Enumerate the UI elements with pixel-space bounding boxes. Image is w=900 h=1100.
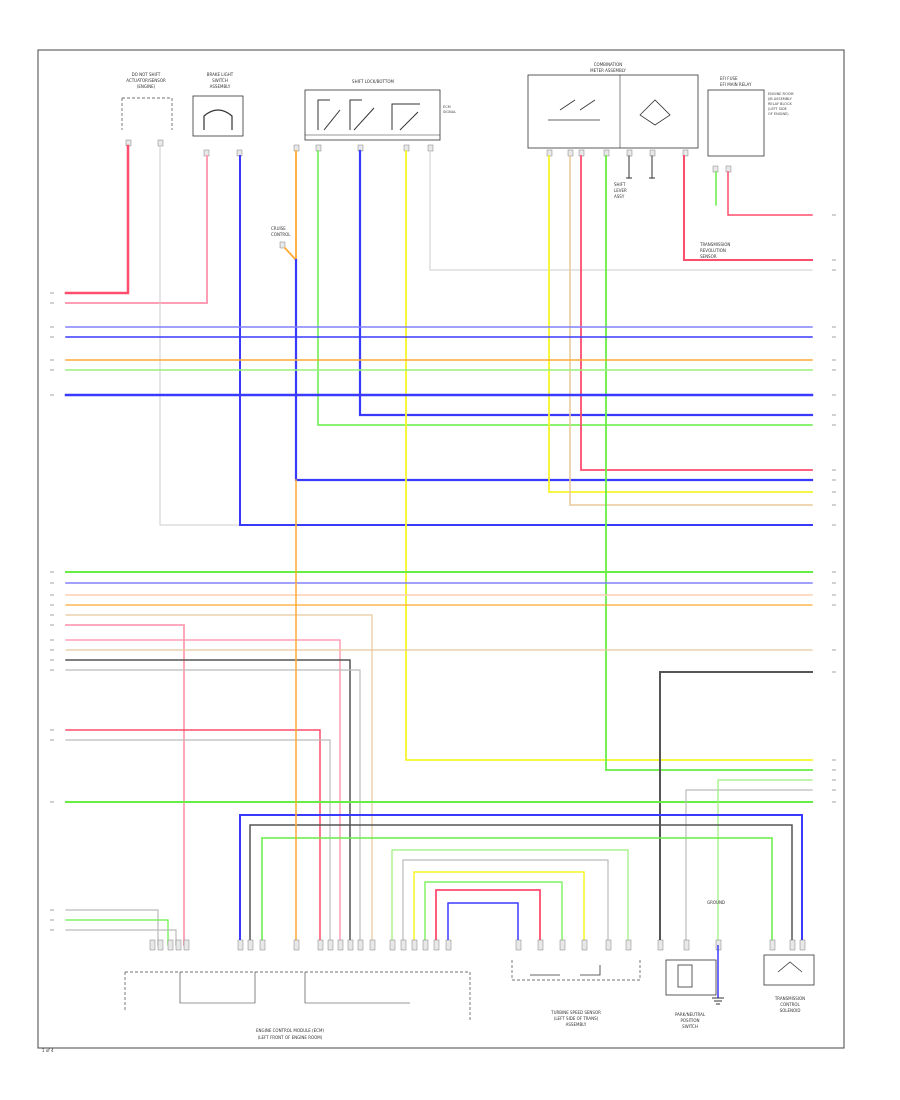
- svg-text:POSITION: POSITION: [680, 1018, 699, 1023]
- component-do-not-shift-actuator: DO NOT SHIFT ACTUATOR/SENSOR (ENGINE): [121, 72, 173, 147]
- svg-text:(ENGINE): (ENGINE): [137, 84, 156, 89]
- svg-text:SHIFT: SHIFT: [614, 182, 626, 187]
- svg-text:METER ASSEMBLY: METER ASSEMBLY: [590, 68, 626, 73]
- svg-text:ENGINE ROOM: ENGINE ROOM: [768, 92, 793, 96]
- component-efi-fuse: EFI FUSE EFI MAIN RELAY ENGINE ROOM J/B …: [707, 76, 793, 173]
- diagram-frame: [37, 49, 845, 1049]
- svg-text:OF ENGINE): OF ENGINE): [768, 112, 789, 116]
- svg-text:RELAY BLOCK: RELAY BLOCK: [768, 102, 792, 106]
- component-combination-meter: COMBINATION METER ASSEMBLY: [527, 62, 699, 157]
- svg-text:CONTROL: CONTROL: [780, 1002, 800, 1007]
- svg-text:BRAKE LIGHT: BRAKE LIGHT: [207, 72, 234, 77]
- component-cruise-control: CRUISE CONTROL: [271, 226, 291, 249]
- component-shift-lock: SHIFT LOCK/BOTTOM ECM SIGNAL: [293, 79, 456, 152]
- svg-text:ASSEMBLY: ASSEMBLY: [210, 84, 231, 89]
- page-note: 1 of 4: [42, 1048, 54, 1053]
- svg-text:(LEFT SIDE OF TRANS): (LEFT SIDE OF TRANS): [554, 1016, 599, 1021]
- svg-text:SWITCH: SWITCH: [212, 78, 228, 83]
- svg-text:SOLENOID: SOLENOID: [780, 1008, 801, 1013]
- svg-text:SWITCH: SWITCH: [682, 1024, 698, 1029]
- svg-text:(LEFT FRONT OF ENGINE ROOM): (LEFT FRONT OF ENGINE ROOM): [258, 1035, 323, 1040]
- svg-text:SIGNAL: SIGNAL: [443, 110, 456, 114]
- ecm-pins: [149, 939, 452, 951]
- component-ecm: ENGINE CONTROL MODULE (ECM) (LEFT FRONT …: [124, 939, 471, 1040]
- svg-text:GROUND: GROUND: [707, 900, 725, 905]
- svg-text:SENSOR: SENSOR: [700, 254, 717, 259]
- component-transmission-solenoid: TRANSMISSION CONTROL SOLENOID: [763, 939, 815, 1013]
- svg-text:(LEFT SIDE: (LEFT SIDE: [768, 107, 787, 111]
- svg-text:SHIFT LOCK/BOTTOM: SHIFT LOCK/BOTTOM: [352, 79, 394, 84]
- component-shift-lever-small: SHIFT LEVER ASSY: [614, 182, 627, 199]
- svg-text:LEVER: LEVER: [614, 188, 627, 193]
- component-brake-light-switch: BRAKE LIGHT SWITCH ASSEMBLY: [192, 72, 244, 157]
- svg-text:COMBINATION: COMBINATION: [594, 62, 623, 67]
- left-terminals: [50, 292, 54, 931]
- svg-text:TRANSMISSION: TRANSMISSION: [774, 996, 805, 1001]
- svg-text:TURBINE SPEED SENSOR: TURBINE SPEED SENSOR: [550, 1010, 601, 1015]
- svg-text:EFI FUSE: EFI FUSE: [720, 76, 738, 81]
- svg-text:ACTUATOR/SENSOR: ACTUATOR/SENSOR: [126, 78, 166, 83]
- svg-text:ASSEMBLY: ASSEMBLY: [566, 1022, 587, 1027]
- svg-text:DO NOT SHIFT: DO NOT SHIFT: [132, 72, 161, 77]
- component-revolution-sensor: TRANSMISSION REVOLUTION SENSOR: [699, 242, 730, 259]
- svg-text:ECM: ECM: [443, 105, 451, 109]
- right-terminals: [832, 214, 836, 803]
- svg-text:J/B ASSEMBLY: J/B ASSEMBLY: [767, 97, 793, 101]
- svg-text:CONTROL: CONTROL: [271, 232, 291, 237]
- svg-text:CRUISE: CRUISE: [271, 226, 286, 231]
- svg-text:REVOLUTION: REVOLUTION: [700, 248, 726, 253]
- wires: [64, 144, 814, 946]
- svg-text:PARK/NEUTRAL: PARK/NEUTRAL: [675, 1012, 706, 1017]
- component-turbine-speed-sensor: TURBINE SPEED SENSOR (LEFT SIDE OF TRANS…: [511, 939, 641, 1027]
- svg-text:EFI MAIN RELAY: EFI MAIN RELAY: [720, 82, 752, 87]
- component-park-neutral-switch: GROUND PARK/NEUTRAL POSITION SWITCH: [657, 900, 725, 1029]
- svg-text:ENGINE CONTROL MODULE (ECM): ENGINE CONTROL MODULE (ECM): [256, 1028, 324, 1033]
- svg-text:TRANSMISSION: TRANSMISSION: [699, 242, 730, 247]
- svg-text:ASSY: ASSY: [614, 194, 625, 199]
